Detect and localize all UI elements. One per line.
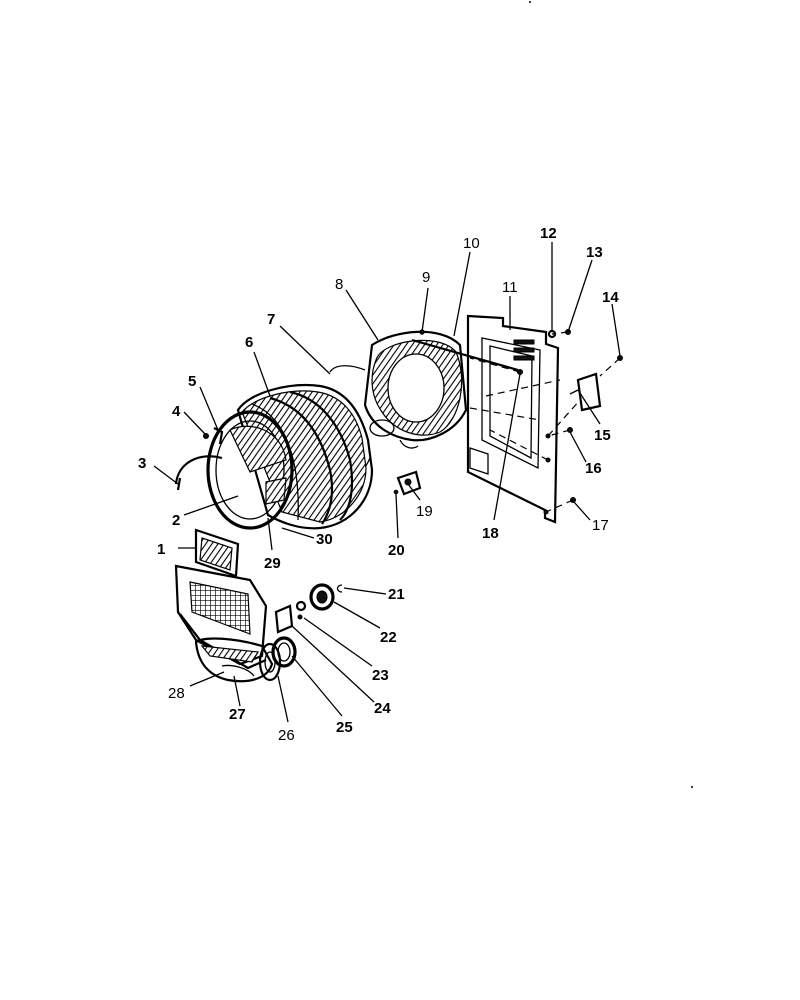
callout-8: 8 [335,276,343,293]
callout-6: 6 [245,334,253,351]
callout-10: 10 [463,235,480,252]
front-strap [174,455,223,491]
bracket-19 [396,470,422,496]
callout-13: 13 [586,244,603,261]
callout-3: 3 [138,455,146,472]
callout-labels: 1 2 3 4 5 6 7 8 9 10 11 12 13 14 15 16 1… [138,225,619,744]
callout-4: 4 [172,403,181,420]
lint-filter [194,528,240,578]
callout-17: 17 [592,517,609,534]
callout-29: 29 [264,555,281,572]
scan-speck [529,1,531,3]
callout-25: 25 [336,719,353,736]
callout-20: 20 [388,542,405,559]
nut-23 [295,600,307,620]
front-drum-ring [206,410,294,530]
assembly-guide-lines [469,331,621,513]
callout-26: 26 [278,727,295,744]
callout-1: 1 [157,541,165,558]
screw-4 [203,433,209,439]
blower-seal [271,636,297,668]
callout-2: 2 [172,512,180,529]
callout-14: 14 [602,289,619,306]
callout-22: 22 [380,629,397,646]
callout-28: 28 [168,685,185,702]
callout-21: 21 [388,586,405,603]
bracket-24 [274,604,294,634]
heater-tube [411,338,519,372]
callout-19: 19 [416,503,433,520]
blower-housing [194,637,274,683]
rear-bulkhead [363,330,468,449]
callout-11: 11 [502,279,518,296]
callout-18: 18 [482,525,499,542]
scan-speck [691,786,693,788]
callout-16: 16 [585,460,602,477]
leader-lines [153,242,621,723]
rear-bracket-15 [569,372,602,412]
pin-20 [393,489,399,495]
callout-7: 7 [267,311,275,328]
clip-5 [213,427,224,445]
callout-24: 24 [374,700,391,717]
idler-pulley [309,583,335,611]
rear-panel [466,314,560,524]
callout-27: 27 [229,706,246,723]
callout-23: 23 [372,667,389,684]
callout-12: 12 [540,225,557,242]
callout-30: 30 [316,531,333,548]
clip-21 [336,584,343,593]
callout-15: 15 [594,427,611,444]
callout-5: 5 [188,373,196,390]
callout-9: 9 [422,269,430,286]
